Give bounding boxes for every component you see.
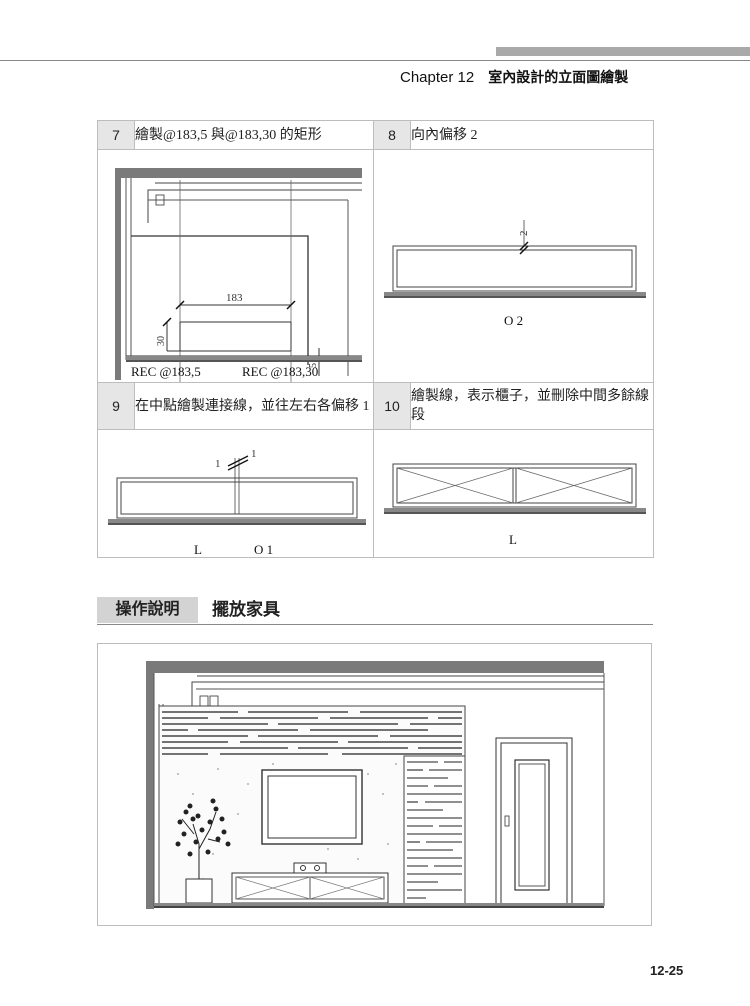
step-7-drawing: 183 30 5 REC @183,5 REC @183,30	[115, 168, 362, 382]
chapter-label: Chapter 12	[400, 69, 475, 86]
step-9-number: 9	[97, 382, 135, 430]
step-10-drawing: L	[384, 463, 646, 547]
step-9-text: 在中點繪製連接線，並往左右各偏移 1	[134, 382, 374, 430]
section-title: 擺放家具	[212, 600, 280, 620]
step-8-text: 向內偏移 2	[410, 120, 654, 150]
header-accent-bar	[496, 47, 750, 56]
step-9-dim-left: 1	[215, 458, 221, 470]
step-8-number: 8	[373, 120, 411, 150]
step-10-figure-cell: L	[373, 429, 654, 558]
step-9-figure-cell: 1 1 L O 1	[97, 429, 374, 558]
step-7-caption-1: REC @183,5	[131, 364, 201, 379]
step-7-caption-2: REC @183,30	[242, 364, 318, 379]
running-header: Chapter 12 室內設計的立面圖繪製	[400, 67, 628, 87]
step-8-dim-2: 2	[518, 231, 530, 237]
section-rule	[97, 624, 653, 625]
step-10-caption: L	[509, 532, 517, 547]
step-8-drawing: 2 O 2	[384, 220, 646, 328]
step-8-caption: O 2	[504, 313, 523, 328]
page-number: 12-25	[650, 963, 684, 978]
furniture-elevation-drawing	[146, 661, 605, 909]
step-9-drawing: 1 1 L O 1	[108, 448, 366, 557]
step-10-number: 10	[373, 382, 411, 430]
header-rule	[0, 60, 750, 61]
section-label: 操作說明	[97, 597, 198, 623]
step-7-text: 繪製@183,5 與@183,30 的矩形	[134, 120, 374, 150]
steps-table: 7 繪製@183,5 與@183,30 的矩形 8 向內偏移 2	[97, 120, 654, 558]
step-7-dim-183: 183	[226, 292, 243, 304]
step-7-figure-cell: 183 30 5 REC @183,5 REC @183,30	[97, 149, 374, 383]
section-heading: 操作說明 擺放家具	[97, 597, 653, 625]
step-8-figure-cell: 2 O 2	[373, 149, 654, 383]
step-7-dim-30: 30	[156, 336, 167, 346]
step-10-text: 繪製線，表示櫃子，並刪除中間多餘線段	[410, 382, 654, 430]
step-9-caption-1: L	[194, 542, 202, 557]
furniture-elevation-figure	[97, 643, 652, 926]
step-9-dim-right: 1	[251, 448, 257, 460]
step-7-dim-5: 5	[308, 363, 319, 368]
step-7-number: 7	[97, 120, 135, 150]
chapter-title: 室內設計的立面圖繪製	[488, 70, 629, 86]
step-9-caption-2: O 1	[254, 542, 273, 557]
